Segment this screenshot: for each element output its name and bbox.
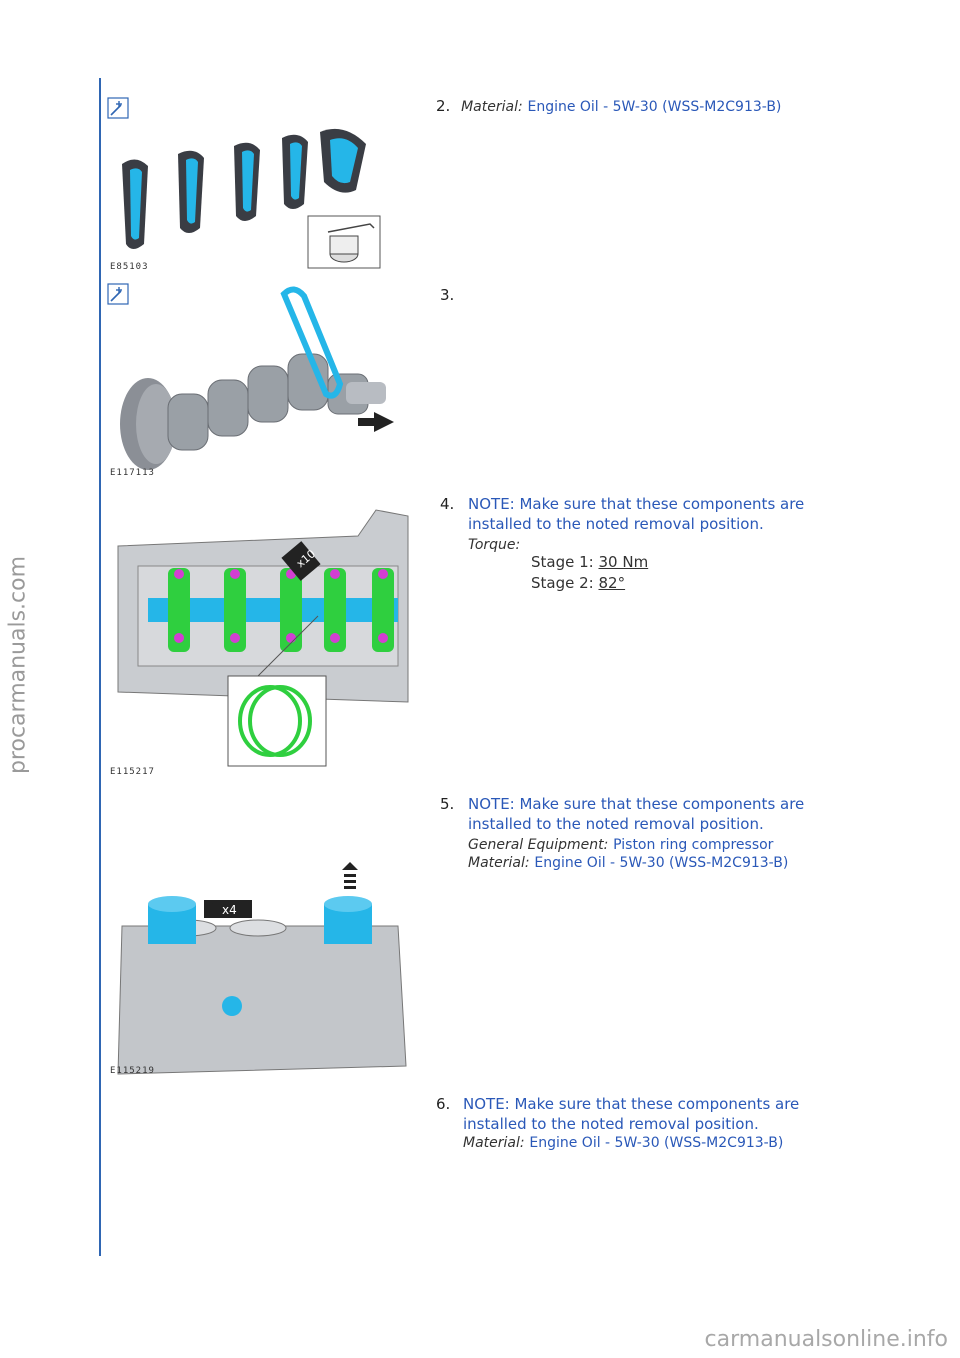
step-number: 3. [440,286,455,304]
crankshaft-install-figure: x10 [117,509,409,767]
material-label: Material: [461,99,523,115]
zoom-icon[interactable] [107,97,129,119]
stage-2-label: Stage 2: [531,574,594,592]
step-number: 2. [436,97,451,115]
note-line-2: installed to the noted removal position. [468,815,764,833]
material-row: Material: Engine Oil - 5W-30 (WSS-M2C913… [468,852,788,873]
watermark-bottom: carmanualsonline.info [704,1327,948,1352]
material-row: Material: Engine Oil - 5W-30 (WSS-M2C913… [463,1132,783,1153]
step-6: 6. [436,1094,450,1114]
pistons-figure: x4 [117,862,407,1075]
step-2: 2. Material: Engine Oil - 5W-30 (WSS-M2C… [436,96,781,117]
equipment-row: General Equipment: Piston ring compresso… [468,834,773,855]
zoom-icon[interactable] [107,283,129,305]
callout-label: x4 [222,903,237,917]
figure-code: E115217 [110,767,155,777]
left-divider [99,78,101,1256]
torque-label: Torque: [468,537,521,553]
stage-1-value[interactable]: 30 Nm [598,553,649,571]
crankshaft-figure [120,286,394,470]
equipment-value[interactable]: Piston ring compressor [613,837,774,853]
step-number: 4. [440,495,455,513]
figure-code: E85103 [110,262,149,272]
material-value[interactable]: Engine Oil - 5W-30 (WSS-M2C913-B) [527,99,782,115]
note-line-1: NOTE: Make sure that these components ar… [468,495,805,513]
step-3: 3. [440,285,454,305]
material-value[interactable]: Engine Oil - 5W-30 (WSS-M2C913-B) [534,855,789,871]
material-label: Material: [468,855,530,871]
note-line-1: NOTE: Make sure that these components ar… [468,795,805,813]
stage-1: Stage 1: 30 Nm [531,553,648,571]
bearing-shells-figure [122,128,381,269]
step-5: 5. [440,794,454,814]
figure-code: E117113 [110,468,155,478]
watermark-side: procarmanuals.com [5,555,31,775]
step-number: 6. [436,1095,451,1113]
stage-2-value[interactable]: 82° [598,574,626,592]
bearing-cap [122,159,148,249]
note-line-1: NOTE: Make sure that these components ar… [463,1095,800,1113]
step-4: 4. [440,494,454,514]
note-line-2: installed to the noted removal position. [463,1115,759,1133]
step-number: 5. [440,795,455,813]
stage-2: Stage 2: 82° [531,574,625,592]
material-label: Material: [463,1135,525,1151]
figure-code: E115219 [110,1066,155,1076]
note-line-2: installed to the noted removal position. [468,515,764,533]
equipment-label: General Equipment: [468,837,609,853]
stage-1-label: Stage 1: [531,553,594,571]
material-value[interactable]: Engine Oil - 5W-30 (WSS-M2C913-B) [529,1135,784,1151]
